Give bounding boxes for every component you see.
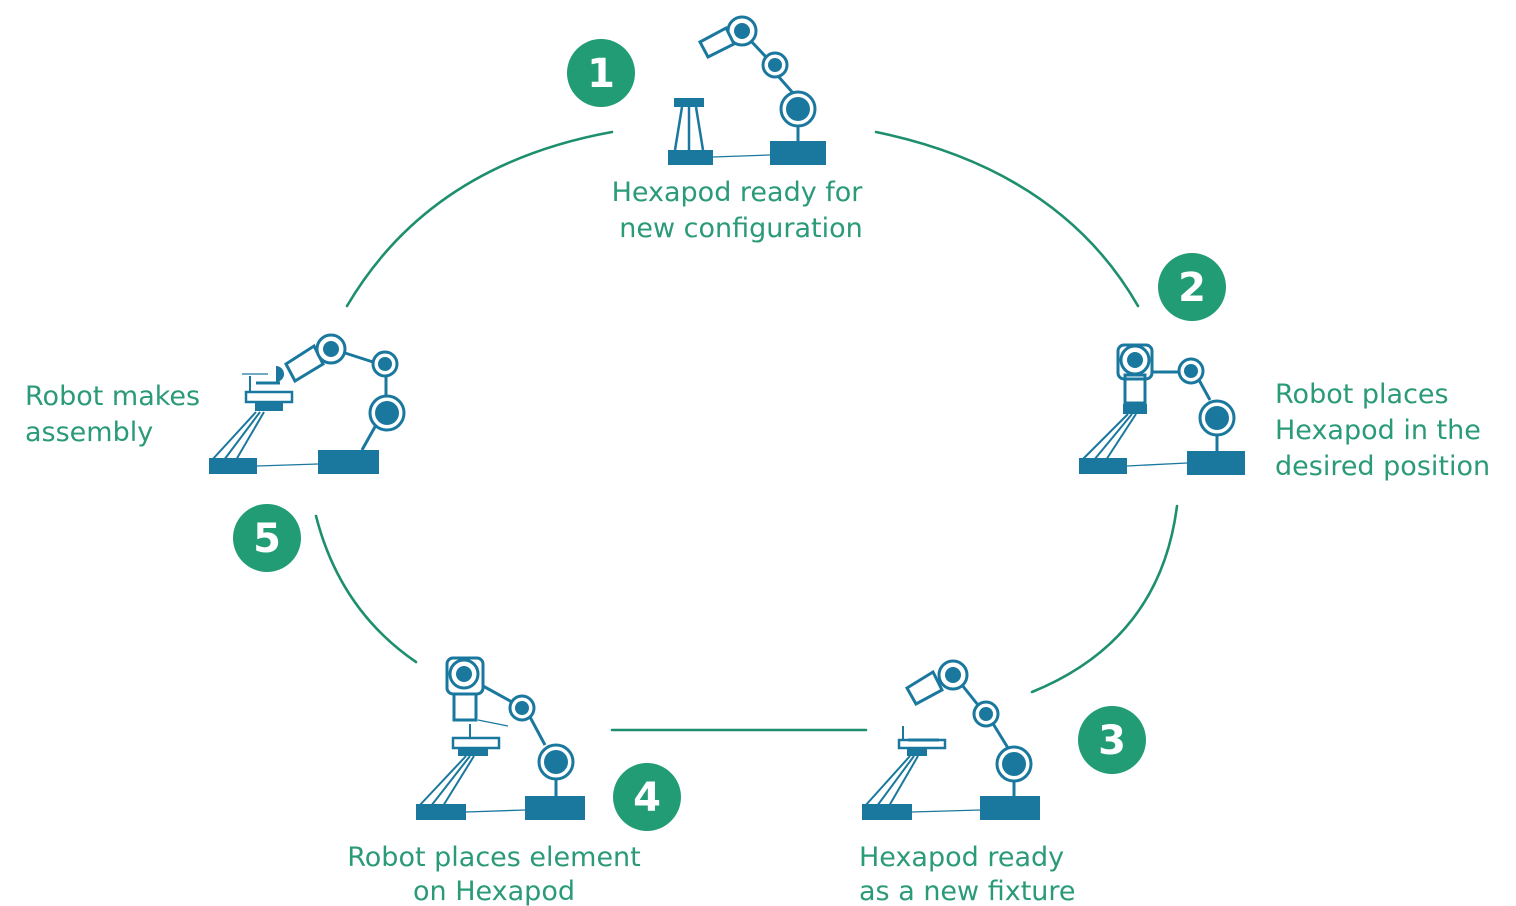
step-badge-1: 1 [567, 39, 635, 107]
step-badge-5: 5 [233, 504, 301, 572]
robot-arm-with-tripod-icon [668, 15, 826, 165]
caption-line: Robot places [1275, 379, 1449, 410]
caption-line: Robot places element [347, 842, 641, 873]
step-number-3: 3 [1098, 718, 1126, 764]
step-caption-5: Robot makes assembly [25, 381, 200, 448]
step-number-1: 1 [587, 51, 615, 97]
cycle-arc-2-3 [1030, 504, 1179, 694]
caption-line: Hexapod ready for [612, 177, 864, 208]
step-badge-3: 3 [1078, 706, 1146, 774]
caption-line: desired position [1275, 451, 1490, 482]
caption-line: as a new fixture [859, 876, 1076, 906]
cycle-arc-5-1 [345, 130, 614, 308]
caption-line: Hexapod in the [1275, 415, 1481, 446]
robot-arm-placing-element-icon [416, 656, 585, 820]
caption-line: Robot makes [25, 381, 200, 412]
step-caption-4: Robot places element on Hexapod [347, 842, 641, 906]
caption-line: on Hexapod [413, 876, 575, 906]
robot-arm-holding-hexapod-icon [1079, 343, 1245, 475]
step-caption-1: Hexapod ready for new configuration [612, 177, 864, 244]
step-caption-3: Hexapod ready as a new fixture [859, 842, 1076, 906]
step-number-2: 2 [1178, 265, 1206, 311]
cycle-arc-4-5 [314, 514, 418, 664]
robot-arm-with-fixture-icon [862, 659, 1040, 820]
step-number-5: 5 [253, 516, 281, 562]
robot-arm-assembly-icon [209, 333, 406, 474]
step-caption-2: Robot places Hexapod in the desired posi… [1275, 379, 1490, 482]
step-number-4: 4 [633, 775, 661, 821]
caption-line: assembly [25, 417, 153, 448]
caption-line: Hexapod ready [859, 842, 1064, 873]
step-badge-2: 2 [1158, 253, 1226, 321]
cycle-arc-1-2 [874, 130, 1140, 308]
step-badge-4: 4 [613, 763, 681, 831]
caption-line: new configuration [619, 213, 863, 244]
